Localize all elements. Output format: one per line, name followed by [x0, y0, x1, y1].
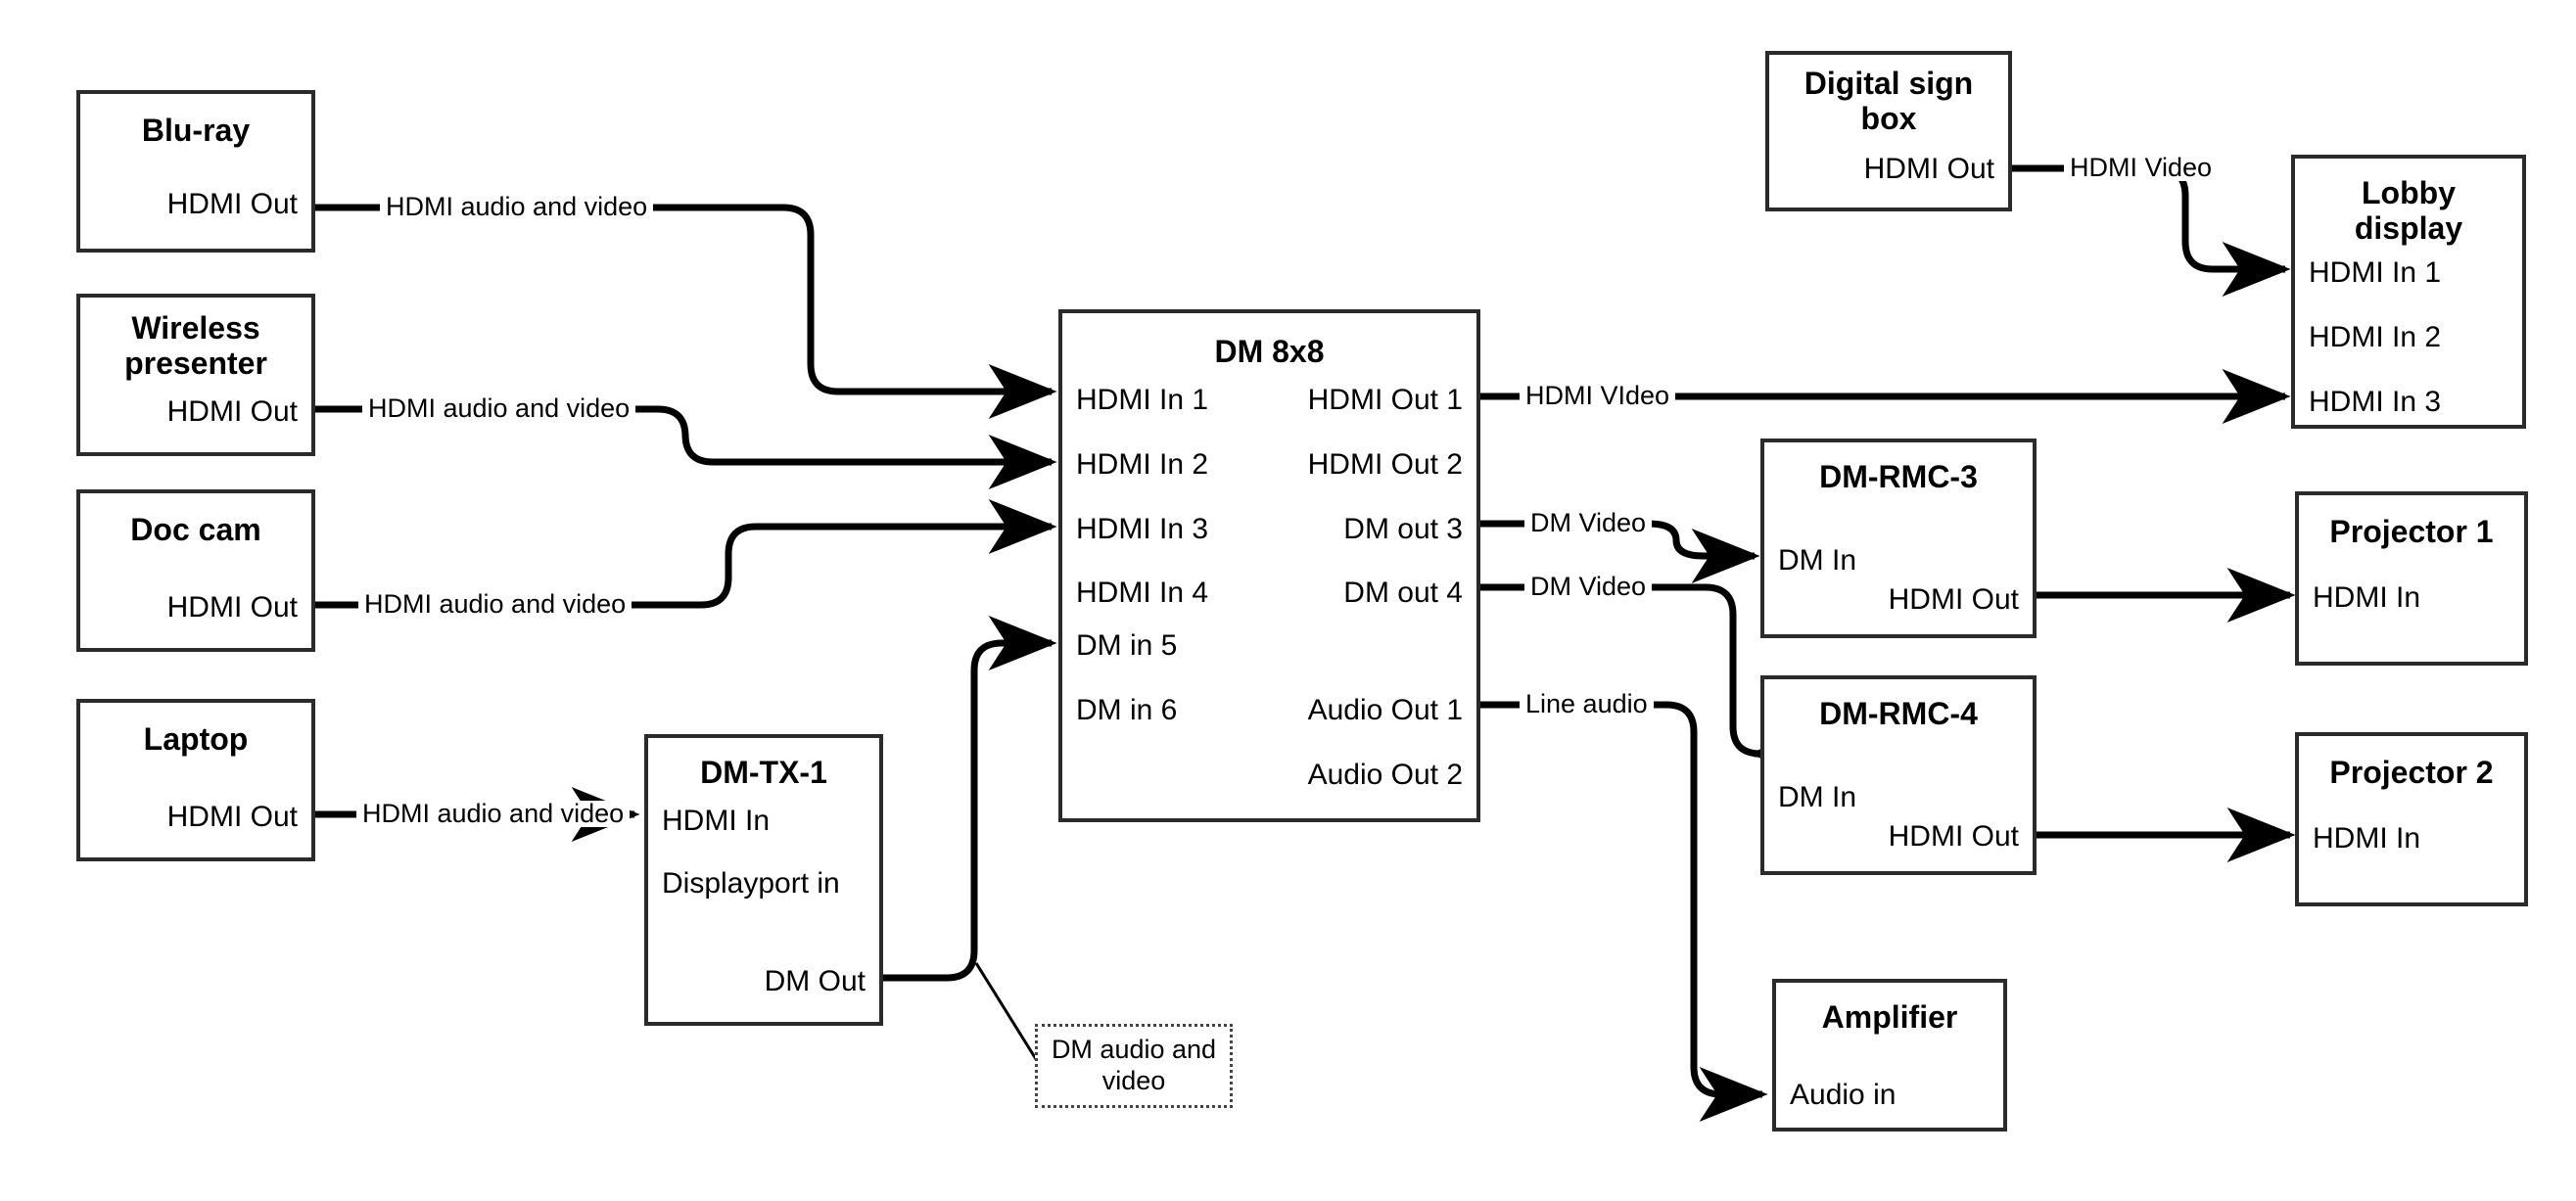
wire-bluray-to-dm8x8-hdmi-in-1	[315, 204, 1057, 419]
node-dm-8x8-output-hdmi-out-1: HDMI Out 1	[1307, 384, 1463, 416]
wire-label-sign-to-lobby: HDMI Video	[2064, 155, 2219, 181]
wire-label-hdmi-out-1: HDMI VIdeo	[1520, 383, 1676, 409]
node-dm-8x8-output-dm-out-4: DM out 4	[1343, 577, 1463, 609]
node-dm-8x8-input-hdmi-in-1: HDMI In 1	[1076, 384, 1209, 416]
node-dm-8x8-input-dm-in-6: DM in 6	[1076, 694, 1178, 726]
node-projector-2-port-hdmi-in: HDMI In	[2313, 822, 2421, 855]
node-dm-8x8-output-hdmi-out-2: HDMI Out 2	[1307, 448, 1463, 481]
wire-dm8x8-dm-out-3-to-dmrmc3	[1480, 520, 1760, 583]
node-dm-8x8-input-dm-in-5: DM in 5	[1076, 629, 1178, 662]
node-lobby-display-input-hdmi-in-2: HDMI In 2	[2309, 321, 2442, 353]
node-laptop-port-hdmi-out: HDMI Out	[166, 801, 298, 833]
node-wireless-presenter-title: Wireless presenter	[124, 310, 267, 381]
node-dm-8x8-input-hdmi-in-3: HDMI In 3	[1076, 513, 1209, 545]
node-dm-rmc-3-port-dm-in: DM In	[1778, 544, 1857, 577]
wire-label-bluray: HDMI audio and video	[380, 194, 654, 220]
wire-dm8x8-dm-out-4-to-dmrmc4	[1480, 583, 1818, 781]
node-projector-2[interactable]: Projector 2 HDMI In	[2295, 732, 2528, 906]
node-doc-cam-port-hdmi-out: HDMI Out	[166, 591, 298, 624]
node-bluray-title: Blu-ray	[141, 113, 251, 148]
node-lobby-display-title: Lobby display	[2354, 175, 2463, 246]
node-dm-8x8-output-audio-out-1: Audio Out 1	[1307, 694, 1463, 726]
node-projector-2-title: Projector 2	[2329, 755, 2494, 790]
node-laptop-title: Laptop	[143, 721, 249, 757]
node-dm-8x8-input-hdmi-in-2: HDMI In 2	[1076, 448, 1209, 481]
node-lobby-display-input-hdmi-in-1: HDMI In 1	[2309, 256, 2442, 289]
wire-label-doccam: HDMI audio and video	[358, 591, 632, 618]
node-wireless-presenter[interactable]: Wireless presenter HDMI Out	[76, 294, 315, 456]
node-dm-rmc-3-port-hdmi-out: HDMI Out	[1888, 583, 2019, 616]
node-bluray[interactable]: Blu-ray HDMI Out	[76, 90, 315, 253]
node-laptop[interactable]: Laptop HDMI Out	[76, 699, 315, 861]
node-projector-1-title: Projector 1	[2329, 514, 2494, 549]
node-dm-tx-1-title: DM-TX-1	[700, 755, 827, 790]
node-dm-8x8-title: DM 8x8	[1214, 334, 1325, 369]
wire-label-wireless: HDMI audio and video	[362, 395, 636, 422]
node-dm-tx-1-port-hdmi-in: HDMI In	[662, 805, 771, 837]
node-dm-rmc-4-port-dm-in: DM In	[1778, 781, 1857, 813]
node-digital-sign-box-port-hdmi-out: HDMI Out	[1863, 153, 1994, 185]
node-dm-8x8-input-hdmi-in-4: HDMI In 4	[1076, 577, 1209, 609]
node-doc-cam[interactable]: Doc cam HDMI Out	[76, 489, 315, 652]
wire-label-dm-out-4: DM Video	[1524, 574, 1653, 600]
node-lobby-display-input-hdmi-in-3: HDMI In 3	[2309, 386, 2442, 418]
wire-label-laptop: HDMI audio and video	[356, 801, 631, 827]
node-dm-rmc-4-port-hdmi-out: HDMI Out	[1888, 820, 2019, 853]
node-dm-tx-1[interactable]: DM-TX-1 HDMI In Displayport in DM Out	[644, 734, 883, 1026]
node-dm-rmc-4[interactable]: DM-RMC-4 DM In HDMI Out	[1760, 675, 2037, 875]
node-lobby-display[interactable]: Lobby display HDMI In 1 HDMI In 2 HDMI I…	[2291, 155, 2526, 429]
node-dm-rmc-4-title: DM-RMC-4	[1819, 696, 1978, 731]
callout-dm-audio-and-video: DM audio and video	[1035, 1024, 1233, 1108]
node-dm-rmc-3[interactable]: DM-RMC-3 DM In HDMI Out	[1760, 439, 2037, 638]
leader-line-dm-audio-video	[974, 962, 1043, 1068]
node-projector-1-port-hdmi-in: HDMI In	[2313, 581, 2421, 614]
node-doc-cam-title: Doc cam	[130, 512, 261, 547]
node-dm-rmc-3-title: DM-RMC-3	[1819, 459, 1978, 494]
wire-label-audio-out-1: Line audio	[1520, 691, 1654, 717]
node-dm-8x8-output-dm-out-3: DM out 3	[1343, 513, 1463, 545]
node-amplifier-port-audio-in: Audio in	[1790, 1079, 1897, 1111]
wire-dm8x8-audio-out-1-to-amplifier	[1480, 701, 1768, 1122]
node-projector-1[interactable]: Projector 1 HDMI In	[2295, 491, 2528, 666]
node-amplifier[interactable]: Amplifier Audio in	[1772, 979, 2007, 1132]
wire-label-dm-out-3: DM Video	[1524, 510, 1653, 536]
node-dm-8x8[interactable]: DM 8x8 HDMI In 1 HDMI In 2 HDMI In 3 HDM…	[1058, 309, 1480, 822]
node-wireless-presenter-port-hdmi-out: HDMI Out	[166, 395, 298, 428]
node-dm-tx-1-port-dm-out: DM Out	[764, 965, 866, 997]
node-bluray-port-hdmi-out: HDMI Out	[166, 188, 298, 220]
wire-doccam-to-dm8x8-hdmi-in-3	[315, 499, 1057, 609]
node-digital-sign-box[interactable]: Digital sign box HDMI Out	[1765, 51, 2012, 211]
wire-dmtx1-to-dm8x8-dm-in-5	[883, 616, 1057, 982]
node-digital-sign-box-title: Digital sign box	[1803, 66, 1974, 136]
node-dm-8x8-output-audio-out-2: Audio Out 2	[1307, 759, 1463, 791]
node-dm-tx-1-port-displayport-in: Displayport in	[662, 867, 840, 900]
wire-wireless-to-dm8x8-hdmi-in-2	[315, 405, 1057, 489]
node-amplifier-title: Amplifier	[1821, 999, 1958, 1035]
